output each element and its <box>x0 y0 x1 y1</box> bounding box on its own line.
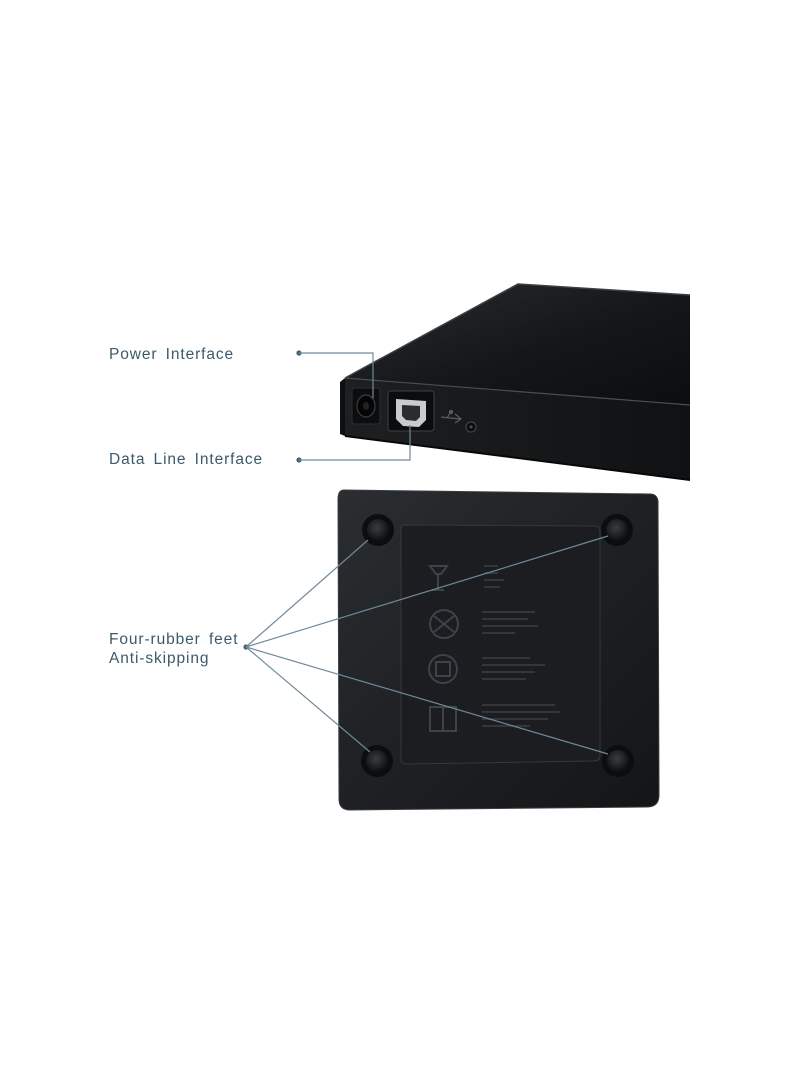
feet-callout-line <box>245 646 609 755</box>
feet-callout-line <box>245 539 369 648</box>
rubber-feet-label-line2: Anti-skipping <box>109 650 210 667</box>
data-line-interface-label: Data Line Interface <box>109 451 264 468</box>
battery-icon <box>428 654 458 684</box>
power-interface-label: Power Interface <box>109 346 235 363</box>
usb-symbol-icon <box>440 409 463 424</box>
rubber-feet-label: Four-rubber feet Anti-skipping <box>109 630 238 668</box>
recycle-icon <box>428 565 449 591</box>
drive-bottom-view <box>337 489 660 811</box>
rubber-foot-top-left <box>362 514 394 546</box>
data-callout-line <box>299 425 411 461</box>
power-callout-line <box>299 352 374 398</box>
rubber-foot-bottom-right <box>602 745 634 777</box>
usb-b-port <box>387 390 435 432</box>
rubber-foot-top-right <box>601 514 633 546</box>
feet-callout-line <box>245 646 371 753</box>
rubber-feet-label-line1: Four-rubber feet <box>109 631 239 648</box>
drive-top-surface <box>345 284 690 405</box>
box-icon <box>429 706 457 732</box>
callout-lines <box>243 350 609 755</box>
molded-text-lines <box>482 565 560 727</box>
disposal-bin-icon <box>429 609 459 639</box>
rubber-foot-bottom-left <box>361 745 393 777</box>
power-jack <box>351 387 381 425</box>
feet-callout-line <box>245 535 609 648</box>
drive-back-view <box>340 283 691 481</box>
